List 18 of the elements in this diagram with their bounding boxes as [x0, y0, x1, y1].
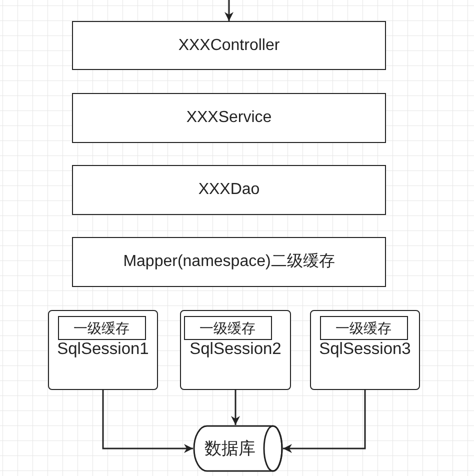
- session-box: [48, 310, 158, 390]
- arrow: [283, 390, 366, 453]
- node-label: SqlSession1: [57, 339, 149, 360]
- layer-box: XXXService: [72, 93, 386, 143]
- session-box: [310, 310, 420, 390]
- arrow: [224, 0, 234, 21]
- layer-box: XXXDao: [72, 165, 386, 215]
- node-label: SqlSession2: [190, 339, 282, 360]
- node-label: SqlSession3: [319, 339, 411, 360]
- cache-box: 一级缓存: [184, 316, 272, 340]
- session-box: [180, 310, 291, 390]
- cache-box: 一级缓存: [58, 316, 146, 340]
- cache-box: 一级缓存: [320, 316, 408, 340]
- arrow: [102, 390, 193, 453]
- node-label: 数据库: [204, 438, 256, 458]
- layer-box: Mapper(namespace)二级缓存: [72, 237, 386, 287]
- layer-box: XXXController: [72, 21, 386, 70]
- arrow: [231, 390, 240, 425]
